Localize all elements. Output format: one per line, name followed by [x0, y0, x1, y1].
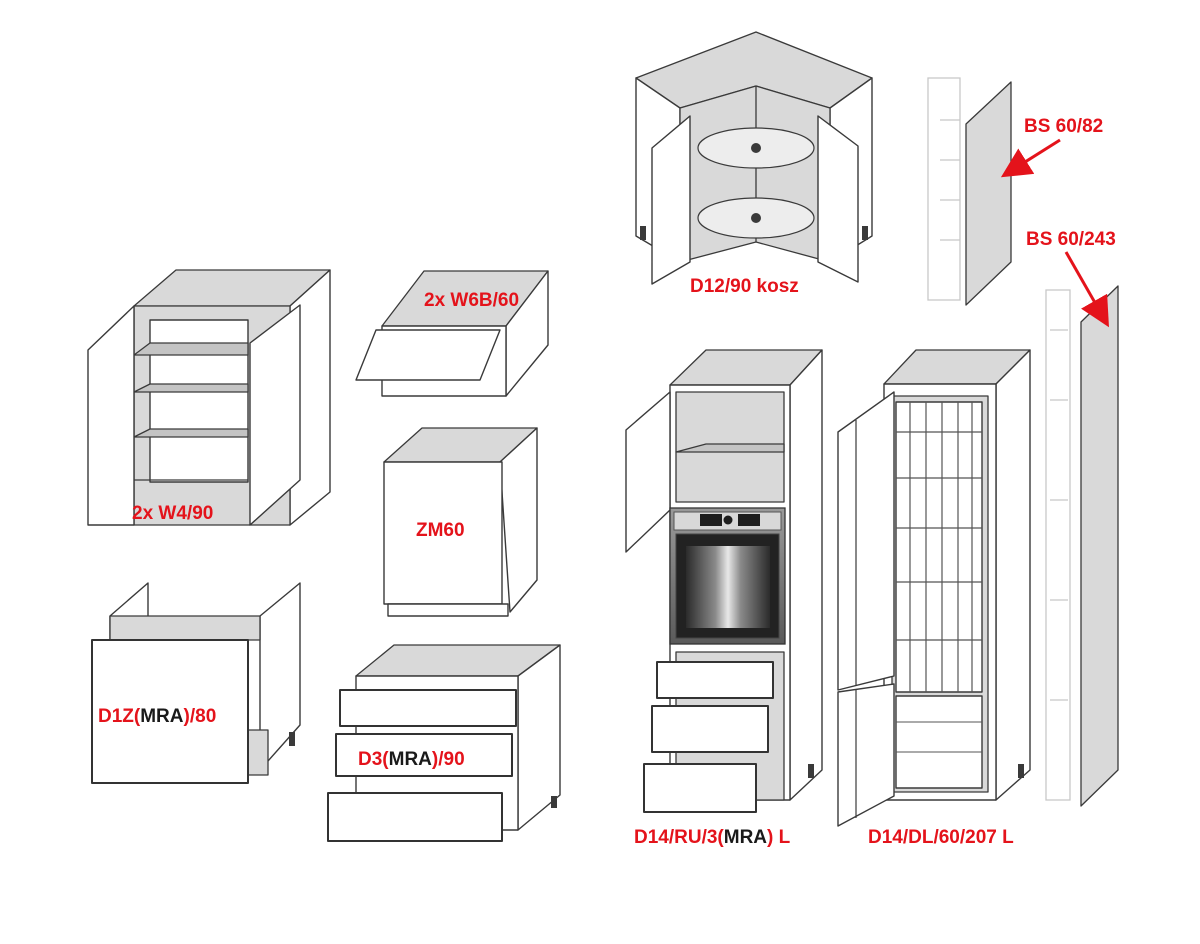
label-w6b-60: 2x W6B/60 — [424, 290, 519, 311]
fridge-rack — [896, 402, 982, 692]
panel-bs-60-243: BS 60/243 — [1026, 229, 1119, 807]
label-w4-90: 2x W4/90 — [132, 503, 213, 524]
panel-bs-60-82: BS 60/82 — [927, 77, 1103, 306]
label-zm60: ZM60 — [416, 520, 465, 541]
cabinet-zm60: ZM60 — [383, 427, 538, 617]
cabinet-w4-90: 2x W4/90 — [87, 269, 331, 526]
label-d12-90-kosz: D12/90 kosz — [690, 276, 799, 297]
arrow-bs-60-82 — [1000, 138, 1061, 178]
cabinet-w6b-60: 2x W6B/60 — [355, 270, 549, 397]
cabinet-d14-dl-60-207-l: D14/DL/60/207 L — [837, 349, 1031, 848]
label-d14-dl-60-207-l: D14/DL/60/207 L — [868, 827, 1014, 848]
label-d14-ru-3-mra-l: D14/RU/3(MRA) L — [634, 827, 791, 848]
cabinet-d3-mra-90: D3(MRA)/90 — [327, 644, 561, 842]
label-bs-60-82: BS 60/82 — [1024, 116, 1103, 137]
label-d1z-mra-80: D1Z(MRA)/80 — [98, 706, 216, 727]
label-d3-mra-90: D3(MRA)/90 — [358, 749, 465, 770]
cabinet-d14-ru-3-mra-l: D14/RU/3(MRA) L — [625, 349, 823, 848]
cabinet-d1z-mra-80: D1Z(MRA)/80 — [91, 582, 301, 784]
arrow-bs-60-243 — [1064, 251, 1109, 328]
cabinet-d12-90-kosz: D12/90 kosz — [635, 31, 873, 297]
label-bs-60-243: BS 60/243 — [1026, 229, 1116, 250]
built-in-oven — [669, 507, 786, 645]
